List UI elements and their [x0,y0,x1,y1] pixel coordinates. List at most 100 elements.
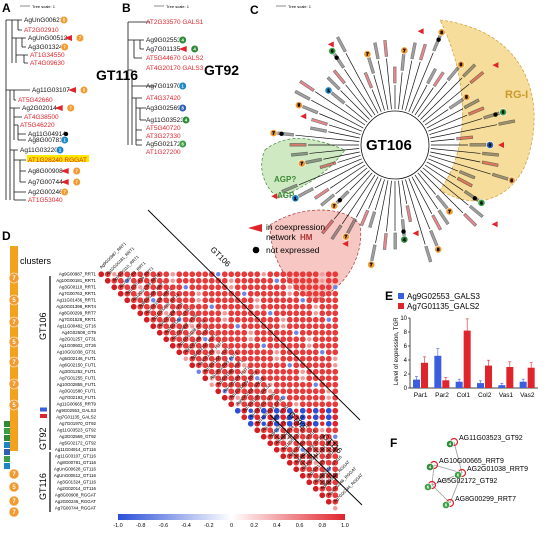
cluster-badge-number: 7 [12,472,16,478]
matrix-cell [189,355,196,362]
matrix-cell [299,433,306,440]
matrix-cross [332,447,338,453]
tree-c-badge: 5 [295,101,303,110]
matrix-cell [273,290,280,297]
matrix-cell [312,342,319,349]
cluster-badge-number: 7 [345,234,348,239]
matrix-cell [294,408,299,413]
e-ytick-label: 4 [404,358,408,364]
matrix-cell [286,342,293,349]
matrix-cell [332,290,339,297]
matrix-cell [293,316,300,323]
matrix-cell [221,290,228,297]
tree-c-badge: 5 [434,245,443,254]
matrix-cell [247,277,254,284]
matrix-cell [293,297,300,304]
matrix-row-label: Ag1G00602_GT26 [59,343,96,348]
tree-c-branch [345,84,373,118]
matrix-cell [169,290,176,297]
matrix-row-label: Ag7G01970_GT92 [59,421,96,426]
matrix-cell [286,303,293,310]
matrix-cell [189,316,196,323]
matrix-cell [170,272,175,277]
legend-coexp-2: network [266,232,297,242]
matrix-cross [326,479,332,485]
tree-b [127,21,156,146]
tree-c-leaf-mark [458,169,476,180]
matrix-cell [234,349,241,356]
matrix-cell [325,323,332,330]
matrix-row-label: Ag3G01252_FUT1 [59,369,96,374]
matrix-cell [215,290,222,297]
matrix-cell [202,323,209,330]
leaf-b-label: Ag9G02553 [146,37,181,44]
matrix-cell [332,466,339,473]
matrix-cell [286,401,293,408]
matrix-cell [299,316,306,323]
matrix-cell [228,336,235,343]
cluster-badge-number: 6 [331,49,334,54]
matrix-cell [320,278,325,283]
matrix-cell [293,388,300,395]
matrix-cell [326,395,331,400]
matrix-cell [234,297,241,304]
matrix-cell [332,420,339,427]
matrix-cell [254,427,261,434]
matrix-cell [111,277,118,284]
matrix-row-label: Ag11G03523_GT92 [57,428,97,433]
matrix-cell [234,362,241,369]
cluster-badge-number: 5 [440,30,443,35]
matrix-row-label: Ag11G00665_RRT9 [57,402,97,407]
tree-c-branch [309,148,360,154]
matrix-row-label: Ag3G01324_GT116 [57,480,97,485]
matrix-cell [156,297,163,304]
matrix-cell [182,271,189,278]
matrix-cell [261,343,266,348]
matrix-cell [254,290,261,297]
legend-c: in coexpression network not expressed [248,222,325,255]
matrix-cell [260,329,267,336]
matrix-cell [228,349,235,356]
cluster-badge-number: 7 [448,209,451,214]
matrix-cell [286,381,293,388]
matrix-cell [209,382,214,387]
matrix-cell [332,271,339,278]
matrix-cell [299,420,306,427]
matrix-row-label: Ag2G00246_RGGAT [55,499,96,504]
matrix-cell [280,355,287,362]
matrix-row-label: Ag9G00987_RRT1 [59,272,97,277]
not-expressed-dot-icon [472,196,478,201]
tree-c-leaf-mark [346,217,357,235]
matrix-cell [306,323,313,330]
matrix-cell [286,446,293,453]
tree-c-leaf-mark [446,66,460,82]
matrix-cell [221,375,228,382]
matrix-cell [143,271,150,278]
matrix-cell [247,368,254,375]
tree-c-branch [426,161,457,178]
matrix-cell [320,421,325,426]
leaf-a-label: AT1G34550 [30,52,65,59]
matrix-cell [333,356,338,361]
matrix-cell [221,336,228,343]
matrix-cell [241,303,248,310]
matrix-cell [267,420,274,427]
matrix-cell [280,375,287,382]
tree-c-branch [314,91,366,126]
matrix-cell [299,427,306,434]
tree-c-branch [375,180,389,244]
leaf-a-label: AT5G42660 [18,97,53,104]
matrix-cell [169,336,176,343]
matrix-cell [280,303,287,310]
tree-c-branch [356,176,379,218]
matrix-cell [267,414,274,421]
matrix-cell [286,368,293,375]
matrix-cell [221,362,228,369]
matrix-cell [333,363,338,368]
tree-c-leaf-mark [448,97,465,110]
matrix-cell [234,368,241,375]
matrix-cell [195,342,202,349]
tree-c-branch [401,60,413,110]
